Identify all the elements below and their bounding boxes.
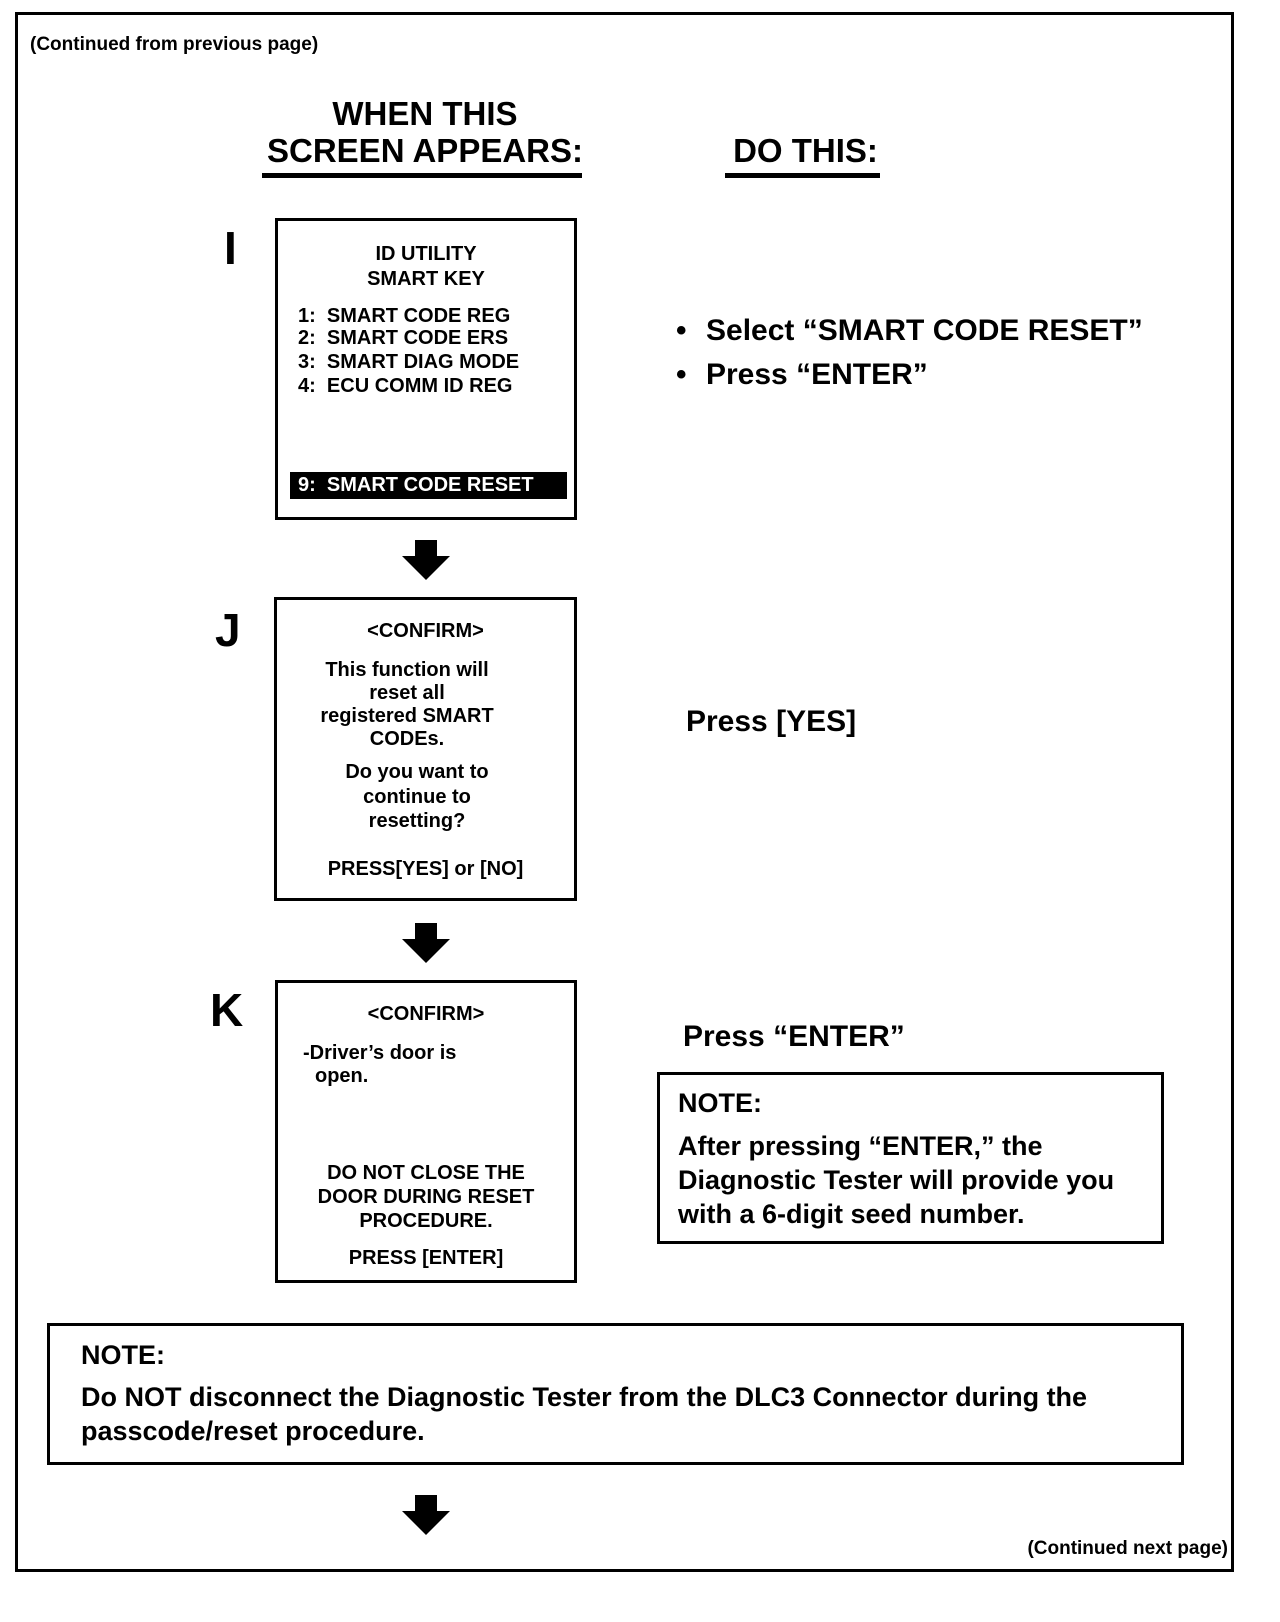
instruction-select: •Select “SMART CODE RESET” <box>676 314 1143 347</box>
note-box-seed: NOTE: After pressing “ENTER,” the Diagno… <box>657 1072 1164 1244</box>
menu-item-3: 3: SMART DIAG MODE <box>298 351 519 374</box>
down-arrow-icon <box>402 1495 450 1535</box>
screen-message-line: reset all <box>369 682 445 704</box>
menu-item-label: SMART DIAG MODE <box>326 351 520 373</box>
menu-item-number: 9: <box>298 474 316 496</box>
menu-item-2: 2: SMART CODE ERS <box>298 327 508 350</box>
menu-item-4: 4: ECU COMM ID REG <box>298 375 512 398</box>
screen-title: <CONFIRM> <box>367 620 484 642</box>
menu-item-number: 1: <box>298 305 316 327</box>
screen-prompt: PRESS [ENTER] <box>348 1247 504 1269</box>
step-letter-j: J <box>215 604 241 656</box>
column-heading-line2: SCREEN APPEARS: <box>267 132 583 169</box>
column-heading-action: DO THIS: <box>733 132 878 169</box>
menu-item-number: 3: <box>298 351 316 373</box>
menu-item-number: 2: <box>298 327 316 349</box>
screen-warning-line: PROCEDURE. <box>359 1210 493 1232</box>
screen-message-line: CODEs. <box>369 728 445 750</box>
down-arrow-icon <box>402 923 450 963</box>
screen-warning-line: DOOR DURING RESET <box>317 1186 535 1208</box>
column-heading-screen: WHEN THIS SCREEN APPEARS: <box>265 95 585 169</box>
screen-question-line: Do you want to <box>345 761 489 783</box>
screen-prompt: PRESS[YES] or [NO] <box>327 858 524 880</box>
screen-question-line: resetting? <box>368 810 466 832</box>
screen-id-utility: ID UTILITY SMART KEY 1: SMART CODE REG 2… <box>275 218 577 520</box>
instruction-press-enter: Press “ENTER” <box>683 1020 905 1053</box>
note-body: After pressing “ENTER,” the Diagnostic T… <box>678 1131 1115 1229</box>
menu-item-1: 1: SMART CODE REG <box>298 305 510 328</box>
column-heading-line1: WHEN THIS <box>332 95 518 132</box>
note-title: NOTE: <box>81 1340 165 1370</box>
bullet-icon: • <box>676 358 687 391</box>
screen-title: ID UTILITY <box>375 243 477 265</box>
screen-question-line: continue to <box>363 786 471 808</box>
instruction-press-yes: Press [YES] <box>686 705 857 738</box>
continued-from-label: (Continued from previous page) <box>30 34 319 55</box>
continued-next-label: (Continued next page) <box>1027 1538 1228 1559</box>
step-letter-i: I <box>224 222 237 274</box>
menu-item-label: SMART CODE RESET <box>326 474 534 496</box>
screen-title: <CONFIRM> <box>367 1003 485 1025</box>
note-box-do-not-disconnect: NOTE: Do NOT disconnect the Diagnostic T… <box>47 1323 1184 1465</box>
screen-warning-line: DO NOT CLOSE THE <box>327 1162 525 1184</box>
screen-subtitle: SMART KEY <box>367 268 485 290</box>
screen-message-line: open. <box>315 1065 369 1087</box>
screen-message-line: registered SMART <box>320 705 494 727</box>
menu-item-number: 4: <box>298 375 316 397</box>
menu-item-selected: 9: SMART CODE RESET <box>290 472 567 499</box>
screen-message-line: This function will <box>325 659 489 681</box>
down-arrow-icon <box>402 540 450 580</box>
note-title: NOTE: <box>678 1088 762 1118</box>
step-letter-k: K <box>210 984 244 1036</box>
page-frame <box>15 12 1234 1572</box>
screen-message-line: -Driver’s door is <box>303 1042 457 1064</box>
menu-item-label: SMART CODE REG <box>326 305 511 327</box>
heading-underline <box>262 173 582 178</box>
bullet-icon: • <box>676 314 687 347</box>
screen-confirm-reset: <CONFIRM> This function will reset all r… <box>274 597 577 901</box>
menu-item-label: ECU COMM ID REG <box>326 375 513 397</box>
heading-underline <box>725 173 880 178</box>
menu-item-label: SMART CODE ERS <box>326 327 509 349</box>
screen-confirm-door: <CONFIRM> -Driver’s door is open. DO NOT… <box>275 980 577 1283</box>
instruction-press-enter: •Press “ENTER” <box>676 358 928 391</box>
note-body: Do NOT disconnect the Diagnostic Tester … <box>81 1382 1088 1446</box>
